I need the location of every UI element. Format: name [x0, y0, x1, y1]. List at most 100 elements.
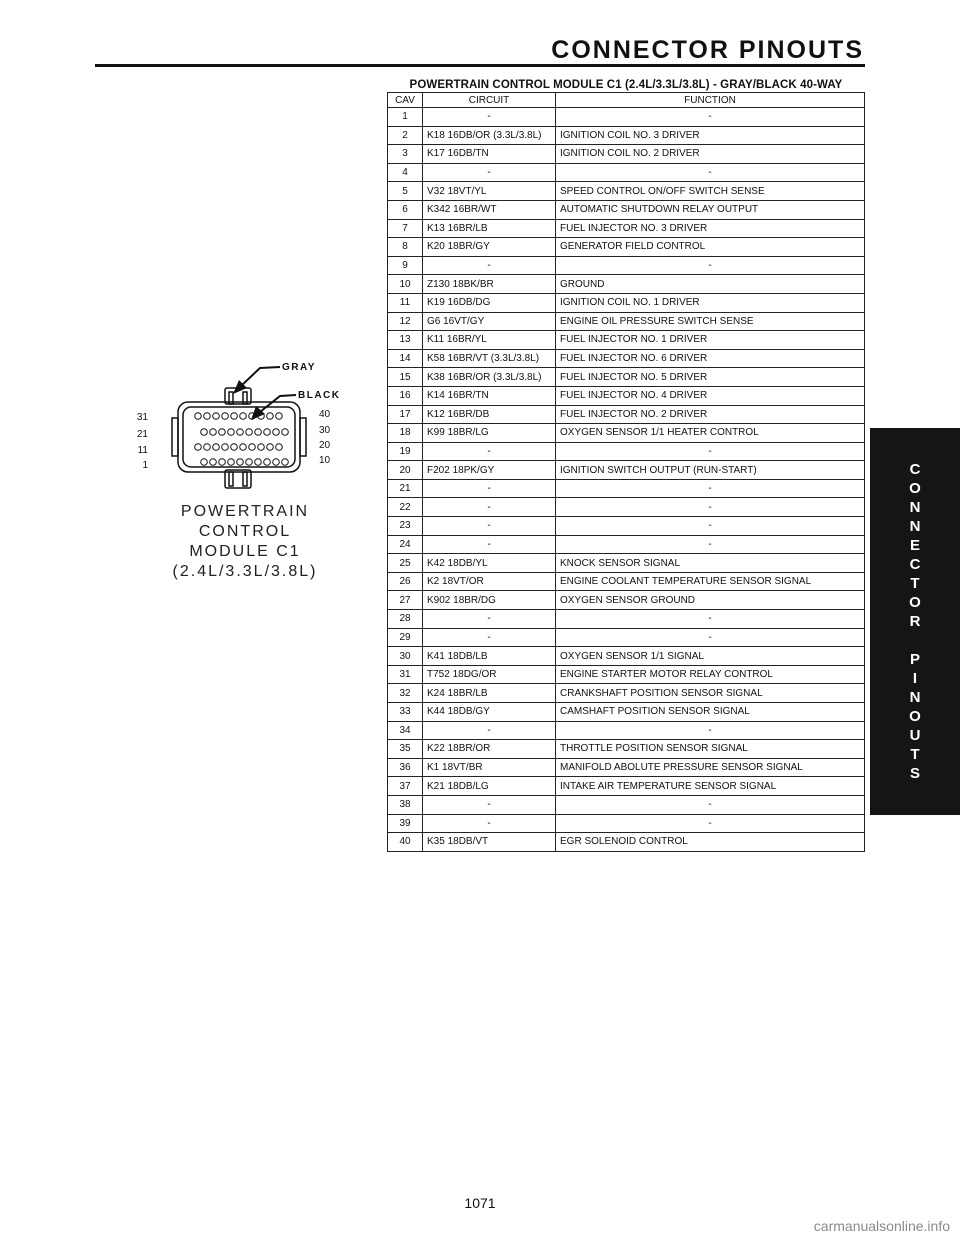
cell-circuit: K1 18VT/BR [422, 757, 556, 778]
cell-cav: 2 [387, 125, 423, 146]
cell-cav: 13 [387, 330, 423, 350]
cell-cav: 18 [387, 423, 423, 443]
cell-circuit: K12 16BR/DB [422, 404, 556, 425]
table-row: 22-- [387, 497, 865, 518]
cell-circuit: - [422, 497, 556, 518]
pin-cavity [200, 458, 208, 466]
pin-cavity [221, 443, 229, 451]
side-tab-letter: T [910, 575, 920, 592]
gray-arrow [241, 366, 281, 386]
cell-circuit: - [422, 534, 556, 555]
cell-circuit: K20 18BR/GY [422, 237, 556, 257]
cell-function: GENERATOR FIELD CONTROL [555, 237, 865, 257]
column-header-circuit: CIRCUIT [422, 92, 556, 108]
pin-cavity [221, 412, 229, 420]
cell-function: IGNITION COIL NO. 3 DRIVER [555, 125, 865, 146]
side-tab-letter: R [909, 613, 921, 630]
pin-cavity [194, 443, 202, 451]
cell-function: ENGINE OIL PRESSURE SWITCH SENSE [555, 311, 865, 332]
cell-circuit: K18 16DB/OR (3.3L/3.8L) [422, 125, 556, 146]
pin-cavity [245, 458, 253, 466]
pin-cavity [263, 428, 271, 436]
pin-cavity [266, 443, 274, 451]
cell-cav: 35 [387, 739, 423, 759]
pin-cavity [281, 428, 289, 436]
cell-cav: 39 [387, 813, 423, 834]
pin-cavity [281, 458, 289, 466]
cell-circuit: K22 18BR/OR [422, 739, 556, 759]
left-pin-number: 1 [142, 460, 148, 471]
table-row: 21-- [387, 478, 865, 499]
column-header-cav: CAV [387, 92, 423, 108]
cell-function: MANIFOLD ABOLUTE PRESSURE SENSOR SIGNAL [555, 757, 865, 778]
cell-cav: 14 [387, 348, 423, 369]
cell-function: IGNITION COIL NO. 1 DRIVER [555, 292, 865, 313]
black-arrow [259, 394, 297, 413]
cell-cav: 25 [387, 553, 423, 573]
cell-circuit: Z130 18BK/BR [422, 274, 556, 294]
pin-cavity [239, 412, 247, 420]
cell-cav: 24 [387, 534, 423, 555]
cell-circuit: - [422, 478, 556, 499]
side-tab-letter: N [909, 499, 921, 516]
cell-cav: 29 [387, 627, 423, 648]
cell-function: KNOCK SENSOR SIGNAL [555, 553, 865, 573]
side-tab-letter: O [909, 594, 921, 611]
cell-circuit: - [422, 627, 556, 648]
black-arrowhead-icon [251, 406, 265, 420]
cell-circuit: K24 18BR/LB [422, 683, 556, 703]
cell-circuit: V32 18VT/YL [422, 181, 556, 201]
watermark: carmanualsonline.info [813, 1218, 950, 1234]
cell-circuit: K11 16BR/YL [422, 330, 556, 350]
pin-cavity [230, 412, 238, 420]
cell-function: FUEL INJECTOR NO. 3 DRIVER [555, 218, 865, 239]
cell-circuit: K35 18DB/VT [422, 832, 556, 852]
cell-function: - [555, 627, 865, 648]
pin-cavity [275, 443, 283, 451]
table-row: 39-- [387, 813, 865, 834]
cell-circuit: - [422, 162, 556, 183]
cell-function: FUEL INJECTOR NO. 4 DRIVER [555, 385, 865, 406]
cell-function: INTAKE AIR TEMPERATURE SENSOR SIGNAL [555, 776, 865, 796]
column-header-function: FUNCTION [555, 92, 865, 108]
side-tab-letter: S [909, 765, 920, 782]
cell-cav: 31 [387, 664, 423, 685]
cell-circuit: G6 16VT/GY [422, 311, 556, 332]
cell-cav: 33 [387, 702, 423, 722]
cell-circuit: K13 16BR/LB [422, 218, 556, 239]
cell-cav: 16 [387, 385, 423, 406]
cell-circuit: T752 18DG/OR [422, 664, 556, 685]
table-row: 38-- [387, 794, 865, 815]
cell-cav: 6 [387, 199, 423, 220]
table-row: 4-- [387, 162, 865, 183]
side-tab-letter: C [909, 461, 921, 478]
cell-circuit: - [422, 794, 556, 815]
side-tab-letter: N [909, 689, 921, 706]
cell-circuit: - [422, 720, 556, 741]
caption-line: POWERTRAIN [180, 503, 310, 520]
cell-circuit: K42 18DB/YL [422, 553, 556, 573]
pin-cavity [254, 428, 262, 436]
cell-cav: 3 [387, 144, 423, 164]
cell-cav: 34 [387, 720, 423, 741]
gray-arrowhead-icon [233, 380, 247, 394]
cell-circuit: - [422, 813, 556, 834]
table-title: POWERTRAIN CONTROL MODULE C1 (2.4L/3.3L/… [409, 79, 843, 91]
cell-function: GROUND [555, 274, 865, 294]
table-row: 24-- [387, 534, 865, 555]
